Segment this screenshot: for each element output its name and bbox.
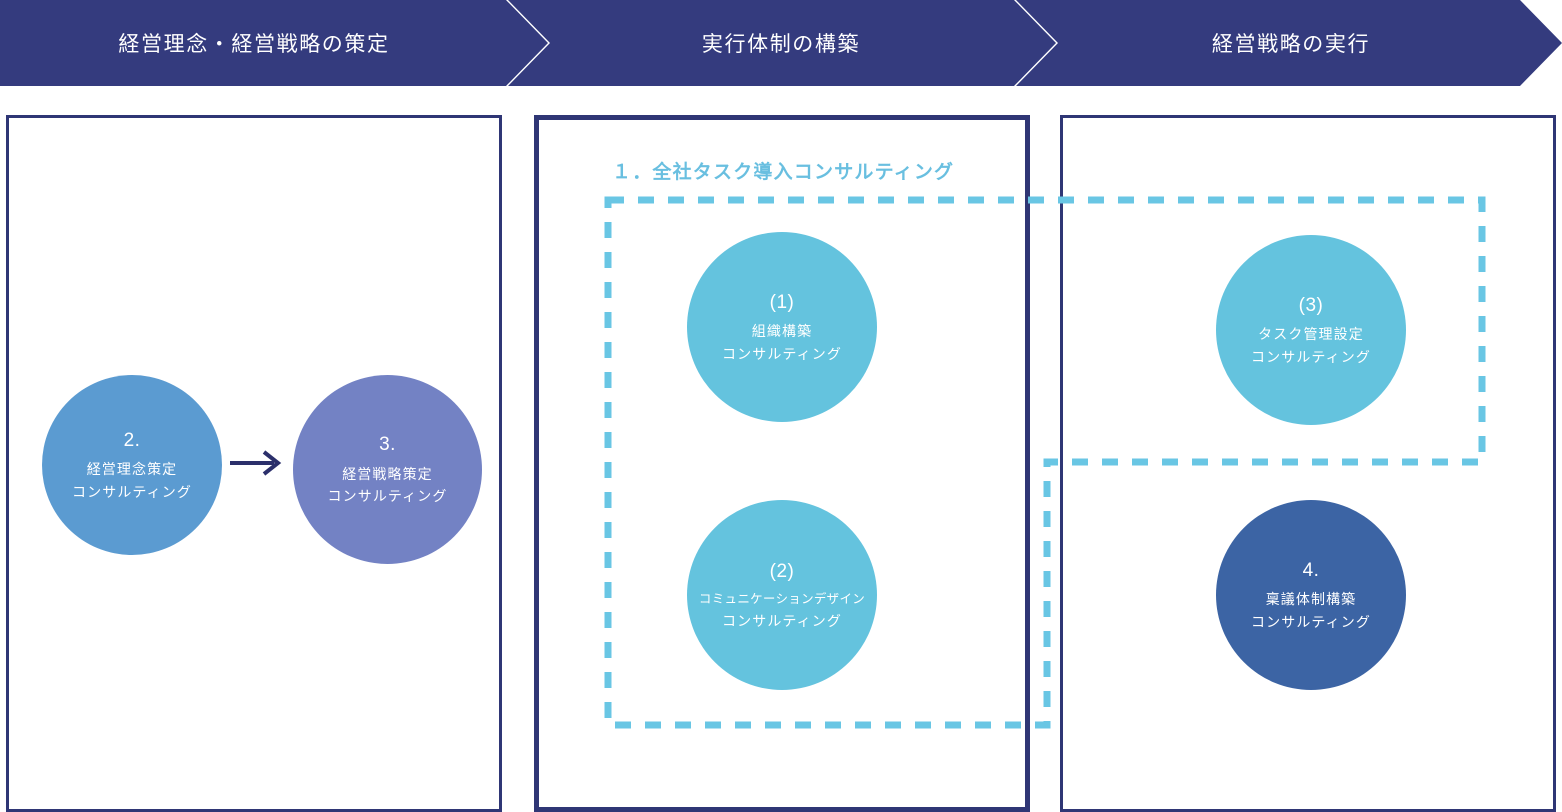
header-step-2: 実行体制の構築 <box>508 0 1056 86</box>
circle-line2: コンサルティング <box>1251 613 1371 630</box>
circle-line1: コミュニケーションデザイン <box>698 592 866 607</box>
header-step-3: 経営戦略の実行 <box>1016 0 1562 86</box>
circle-management-philosophy[interactable]: 2. 経営理念策定 コンサルティング <box>42 375 222 555</box>
circle-communication-design[interactable]: (2) コミュニケーションデザイン コンサルティング <box>687 500 877 690</box>
circle-number: 2. <box>123 429 141 451</box>
circle-line2: コンサルティング <box>722 345 842 362</box>
circle-line1: 組織構築 <box>751 323 813 340</box>
circle-number: 4. <box>1302 559 1320 581</box>
process-step-header: 経営理念・経営戦略の策定 実行体制の構築 経営戦略の実行 <box>0 0 1562 86</box>
circle-line1: タスク管理設定 <box>1258 326 1364 343</box>
group-label-task-consulting: １．全社タスク導入コンサルティング <box>612 162 955 183</box>
circle-organization-building[interactable]: (1) 組織構築 コンサルティング <box>687 232 877 422</box>
circle-task-management-setup[interactable]: (3) タスク管理設定 コンサルティング <box>1216 235 1406 425</box>
header-step-1: 経営理念・経営戦略の策定 <box>0 0 548 86</box>
circle-line1: 経営理念策定 <box>86 461 178 478</box>
circle-number: 3. <box>379 434 396 456</box>
circle-number: (1) <box>769 291 795 313</box>
circle-line1: 経営戦略策定 <box>342 465 433 482</box>
circle-approval-system-building[interactable]: 4. 稟議体制構築 コンサルティング <box>1216 500 1406 690</box>
header-step-1-label: 経営理念・経営戦略の策定 <box>118 33 390 56</box>
circle-line2: コンサルティング <box>722 612 842 629</box>
circle-line2: コンサルティング <box>1251 348 1371 365</box>
header-step-2-label: 実行体制の構築 <box>701 33 861 56</box>
circle-line1: 稟議体制構築 <box>1265 591 1357 608</box>
circle-number: (3) <box>1298 294 1324 316</box>
header-step-3-label: 経営戦略の実行 <box>1211 33 1371 56</box>
panel-strategy-execution <box>1060 115 1556 812</box>
circle-line2: コンサルティング <box>72 483 192 500</box>
panel-execution-structure <box>534 115 1030 812</box>
circle-number: (2) <box>769 560 795 582</box>
circle-management-strategy[interactable]: 3. 経営戦略策定 コンサルティング <box>293 375 482 564</box>
circle-line2: コンサルティング <box>327 488 448 505</box>
arrow-right-icon <box>230 450 282 476</box>
